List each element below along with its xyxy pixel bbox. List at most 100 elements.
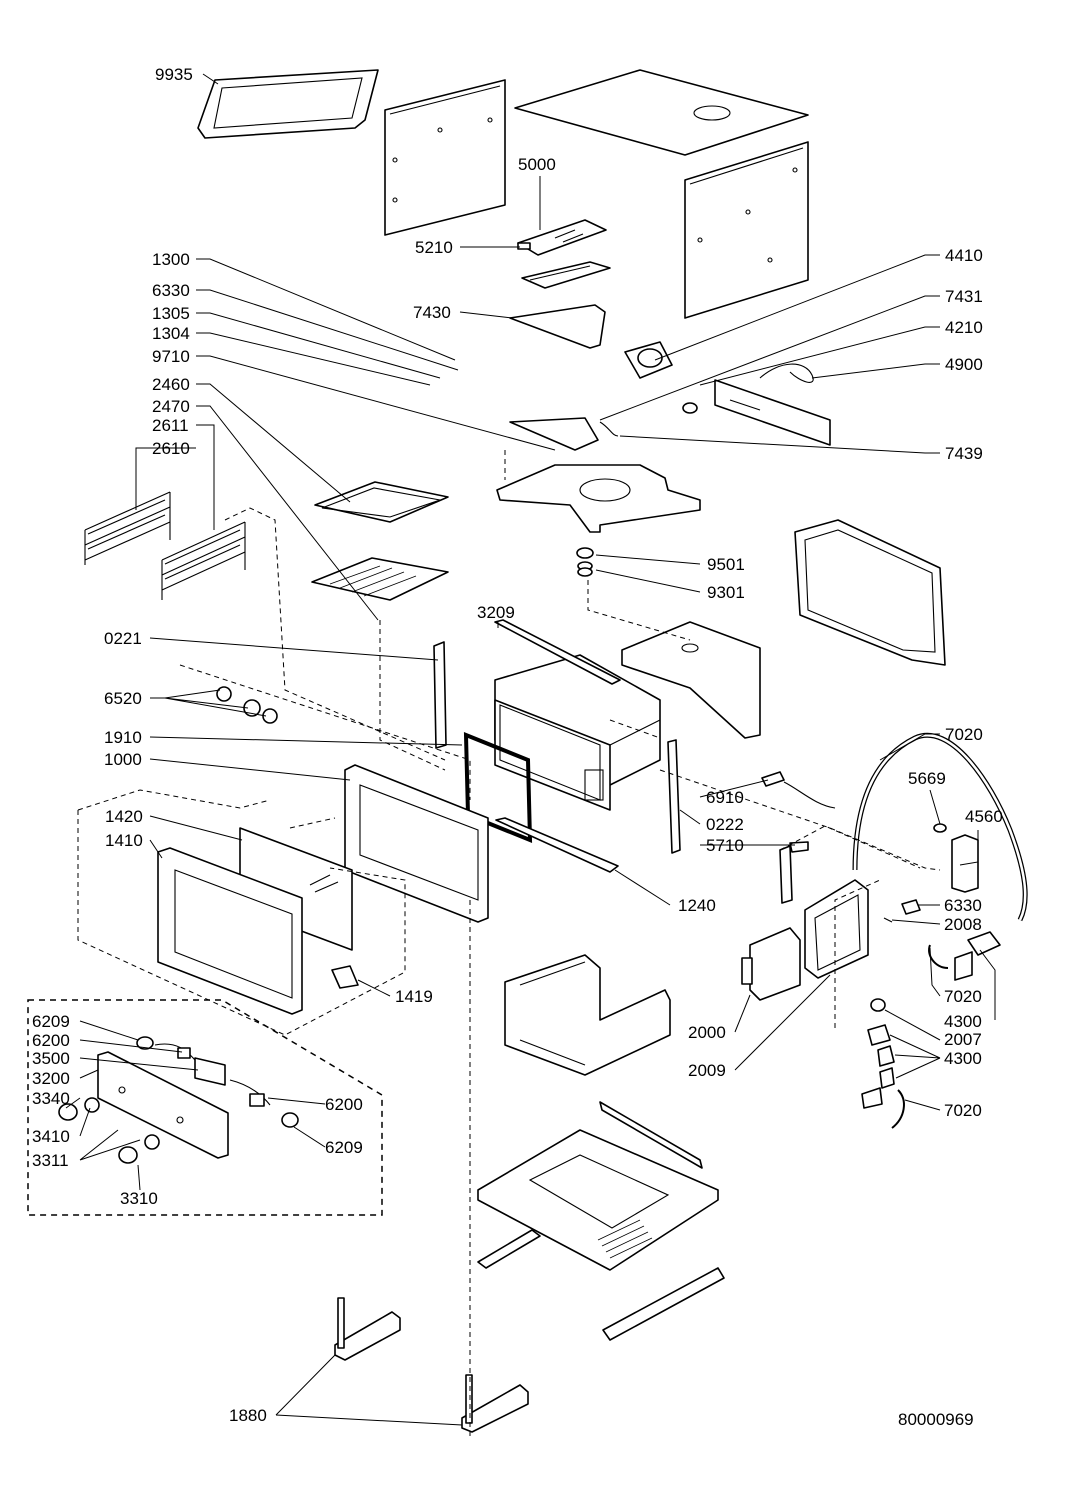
label-2000: 2000: [688, 1023, 726, 1042]
label-3209: 3209: [477, 603, 515, 622]
cabinet-top-panel: [514, 69, 809, 156]
part-9501-9301-spring: [576, 547, 594, 577]
pcb-housing: [521, 261, 611, 289]
label-1300: 1300: [152, 250, 190, 269]
part-0221-rail: [433, 641, 447, 749]
base-front-rail: [477, 1229, 541, 1269]
label-2007: 2007: [944, 1030, 982, 1049]
base-floor-plate: [477, 1129, 719, 1271]
label-1410: 1410: [105, 831, 143, 850]
control-panel-group-box: [27, 999, 383, 1216]
assembly-guide-lines: [77, 450, 941, 1440]
label-5210: 5210: [415, 238, 453, 257]
drawing-number: 80000969: [898, 1410, 974, 1429]
label-3500: 3500: [32, 1049, 70, 1068]
part-4900-rear-panel: [682, 363, 831, 446]
label-1910: 1910: [104, 728, 142, 747]
part-2611-side-rack: [161, 521, 246, 600]
part-6209-lamp-holder: [136, 1036, 299, 1128]
label-7020-bottom: 7020: [944, 1101, 982, 1120]
part-6200-wiring: [154, 1043, 271, 1107]
label-1880: 1880: [229, 1406, 267, 1425]
leader-lines: [65, 73, 996, 1426]
label-9501: 9501: [707, 555, 745, 574]
part-6910-sensor: [761, 771, 836, 809]
part-2610-side-rack: [84, 491, 171, 565]
label-4900: 4900: [945, 355, 983, 374]
label-7020-top: 7020: [945, 725, 983, 744]
label-6200-right: 6200: [325, 1095, 363, 1114]
label-2470: 2470: [152, 397, 190, 416]
label-1304: 1304: [152, 324, 190, 343]
label-7430: 7430: [413, 303, 451, 322]
part-4560-module: [951, 834, 979, 893]
drip-pan: [794, 519, 946, 666]
label-6520: 6520: [104, 689, 142, 708]
part-1880-foot: [461, 1374, 529, 1433]
label-4210: 4210: [945, 318, 983, 337]
part-2008-screw: [883, 917, 893, 923]
part-3310-knob: [118, 1134, 160, 1164]
part-2009-reservoir-housing: [804, 879, 869, 979]
label-3200: 3200: [32, 1069, 70, 1088]
label-9935: 9935: [155, 65, 193, 84]
label-2009: 2009: [688, 1061, 726, 1080]
part-4410-fan-motor: [624, 341, 673, 379]
label-4560: 4560: [965, 807, 1003, 826]
label-2008: 2008: [944, 915, 982, 934]
part-0222-rail: [667, 739, 681, 854]
label-0222: 0222: [706, 815, 744, 834]
part-2460-baking-tray: [314, 481, 449, 523]
label-4410: 4410: [945, 246, 983, 265]
label-9301: 9301: [707, 583, 745, 602]
part-4300-valves: [861, 998, 905, 1129]
label-4300-upper: 4300: [944, 1012, 982, 1031]
part-3500-display: [194, 1057, 226, 1086]
label-1240: 1240: [678, 896, 716, 915]
label-7431: 7431: [945, 287, 983, 306]
bottom-u-channel: [504, 954, 671, 1076]
label-5000: 5000: [518, 155, 556, 174]
part-labels: 9935 5000 5210 1300 6330 1305 1304 9710 …: [32, 65, 1003, 1429]
label-7020-mid: 7020: [944, 987, 982, 1006]
base-back-rail: [599, 1101, 703, 1169]
label-1420: 1420: [105, 807, 143, 826]
label-5710: 5710: [706, 836, 744, 855]
part-7431-deflector: [509, 417, 619, 451]
label-3340: 3340: [32, 1089, 70, 1108]
part-1410-door: [157, 847, 303, 1015]
part-3209-seal-strip: [494, 619, 621, 685]
label-3310: 3310: [120, 1189, 158, 1208]
part-2000-water-tank: [741, 927, 801, 1001]
cavity-top-plate: [496, 464, 701, 533]
part-6520-lamp: [216, 686, 278, 724]
label-2611: 2611: [152, 416, 189, 435]
part-1880-foot: [334, 1297, 401, 1361]
part-5000-control-board: [517, 219, 607, 256]
label-3311: 3311: [32, 1151, 69, 1170]
part-2470-grill-tray: [311, 557, 449, 601]
cabinet-left-panel: [384, 79, 506, 236]
part-9935-tray: [197, 69, 379, 139]
label-6910: 6910: [706, 788, 744, 807]
oven-cavity: [494, 654, 661, 811]
part-5710-tube: [779, 841, 809, 904]
label-1305: 1305: [152, 304, 190, 323]
label-0221: 0221: [104, 629, 142, 648]
base-side-rail: [602, 1267, 725, 1341]
part-5669-nozzle: [933, 823, 947, 833]
label-9710: 9710: [152, 347, 190, 366]
cabinet-right-panel: [684, 141, 809, 319]
label-6209-top: 6209: [32, 1012, 70, 1031]
part-3200-control-panel: [97, 1051, 229, 1159]
label-2610: 2610: [152, 439, 190, 458]
label-6209-right: 6209: [325, 1138, 363, 1157]
part-3340-knob: [58, 1097, 100, 1121]
label-5669: 5669: [908, 769, 946, 788]
label-7439: 7439: [945, 444, 983, 463]
label-3410: 3410: [32, 1127, 70, 1146]
label-2460: 2460: [152, 375, 190, 394]
label-6330-right: 6330: [944, 896, 982, 915]
label-6330: 6330: [152, 281, 190, 300]
